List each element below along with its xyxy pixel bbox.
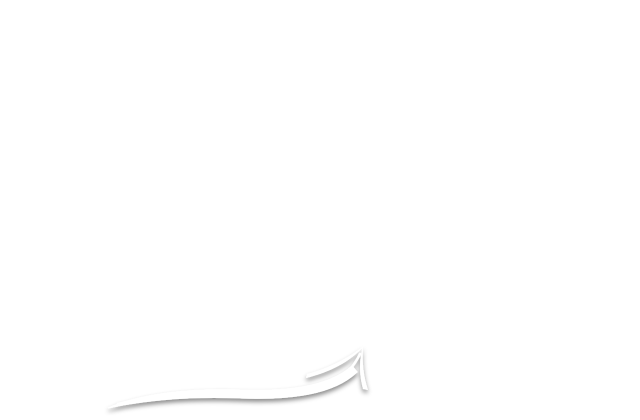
arrow-inner-stroke (116, 352, 362, 406)
arrow-stroke-group (107, 346, 368, 409)
arrow-head-left-barb (306, 346, 364, 378)
arrow-head-right-barb (360, 346, 368, 390)
